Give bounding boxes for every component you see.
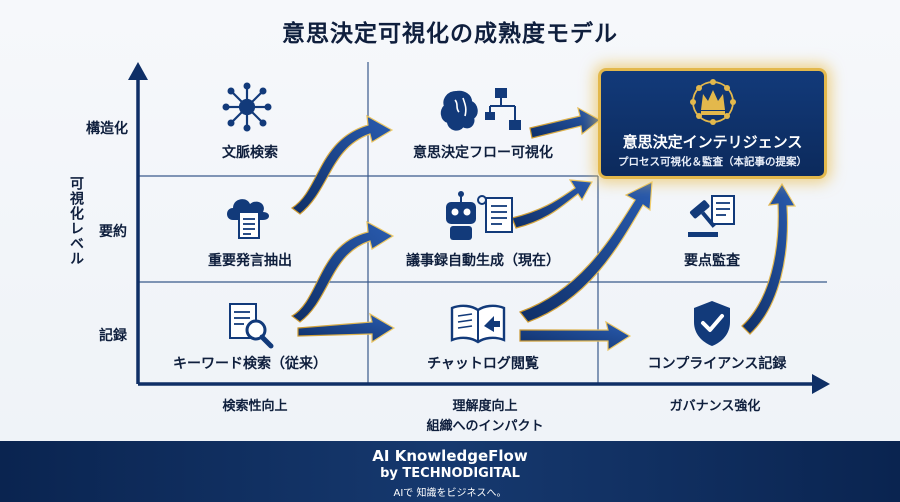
arrow-r3c2-to-r3c3 <box>519 320 632 352</box>
footer-company: by TECHNODIGITAL <box>380 466 520 481</box>
highlight-title: 意思決定インテリジェンス <box>622 133 803 151</box>
arrow-r1c2-to-highlight <box>529 106 602 139</box>
cell-label-chat-log: チャットログ閲覧 <box>427 356 539 372</box>
footer-brand: AI KnowledgeFlow <box>372 447 528 465</box>
shield-check-icon <box>690 298 734 348</box>
brain-flowchart-icon <box>437 86 527 134</box>
arrow-r3c2-to-highlight <box>519 180 653 323</box>
cell-label-audit: 要点監査 <box>684 253 740 269</box>
arrow-r2c1-to-r1c2 <box>290 114 394 215</box>
cell-label-context-search: 文脈検索 <box>222 145 278 161</box>
row-label-summary: 要約 <box>99 224 127 240</box>
col-label-search: 検索性向上 <box>222 399 288 414</box>
row-label-record: 記録 <box>99 328 127 344</box>
x-axis-arrowhead <box>812 374 830 394</box>
col-label-understanding: 理解度向上 <box>452 399 518 414</box>
document-magnifier-icon <box>224 300 276 350</box>
arrow-r2c2-up <box>511 179 593 229</box>
page-title: 意思決定可視化の成熟度モデル <box>282 21 618 47</box>
open-book-icon <box>448 300 508 346</box>
y-axis-arrowhead <box>128 62 148 80</box>
cell-label-decision-flow: 意思決定フロー可視化 <box>413 145 553 161</box>
y-axis-title: 可視化レベル <box>68 176 84 266</box>
arrow-r3c1-to-r2c2 <box>290 220 395 323</box>
row-label-structured: 構造化 <box>86 121 128 137</box>
gavel-document-icon <box>684 192 740 240</box>
cell-label-minutes-auto: 議事録自動生成（現在） <box>406 253 560 269</box>
cell-label-key-statement: 重要発言抽出 <box>208 253 292 269</box>
network-nodes-icon <box>220 80 274 134</box>
arrow-r3c3-to-highlight <box>741 182 797 335</box>
crown-network-icon <box>687 76 739 128</box>
x-axis-title: 組織へのインパクト <box>426 419 544 434</box>
footer-tagline: AIで 知識をビジネスへ。 <box>393 488 507 499</box>
flow-arrows <box>290 106 797 352</box>
robot-document-icon <box>440 190 520 242</box>
cell-label-keyword-search: キーワード検索（従来） <box>173 356 327 372</box>
cell-label-compliance: コンプライアンス記録 <box>647 356 787 372</box>
footer-bar <box>0 441 900 502</box>
arrow-r3c1-to-r3c2 <box>297 312 396 344</box>
highlight-subtitle: プロセス可視化＆監査（本記事の提案） <box>618 156 807 168</box>
col-label-governance: ガバナンス強化 <box>669 399 761 414</box>
cloud-document-icon <box>223 192 273 240</box>
